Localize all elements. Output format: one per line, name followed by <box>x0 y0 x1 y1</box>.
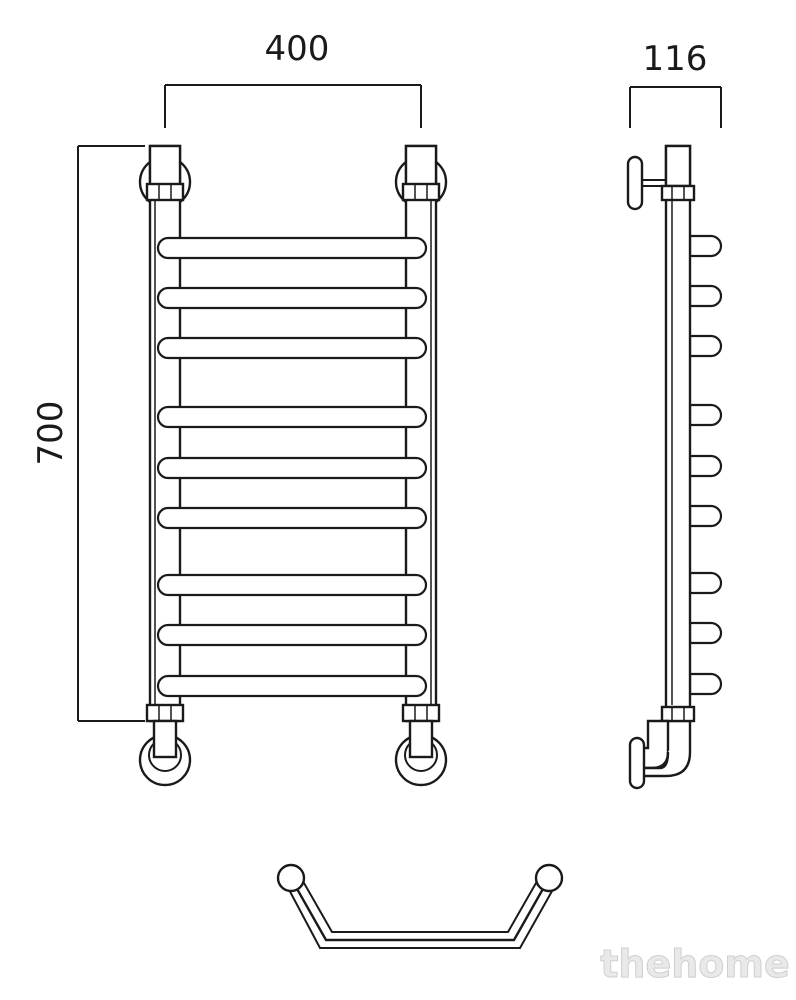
depth-dimension: 116 <box>629 39 722 128</box>
top-right-nut <box>401 182 441 202</box>
crossbar-1 <box>156 236 428 260</box>
side-shelf-3 <box>688 334 723 358</box>
width-dimension: 400 <box>164 29 422 128</box>
side-bottom-nut <box>660 705 696 723</box>
height-dimension-label: 700 <box>31 401 71 466</box>
top-left-nut <box>145 182 185 202</box>
front-view <box>138 144 448 787</box>
side-vertical-pipe <box>664 144 692 723</box>
side-shelf-6 <box>688 504 723 528</box>
watermark-logo: thehome <box>600 942 790 986</box>
top-view <box>276 863 564 949</box>
top-view-left-mount <box>276 863 306 893</box>
crossbar-3 <box>156 336 428 360</box>
side-shelf-5 <box>688 454 723 478</box>
side-view <box>626 144 723 790</box>
crossbar-7 <box>156 573 428 597</box>
side-shelf-2 <box>688 284 723 308</box>
bottom-left-nut <box>145 703 185 723</box>
side-shelf-9 <box>688 672 723 696</box>
top-view-right-mount <box>534 863 564 893</box>
side-shelf-4 <box>688 403 723 427</box>
side-top-nut <box>660 184 696 202</box>
crossbar-2 <box>156 286 428 310</box>
side-shelf-1 <box>688 234 723 258</box>
crossbar-6 <box>156 506 428 530</box>
crossbar-4 <box>156 405 428 429</box>
height-dimension: 700 <box>31 145 145 722</box>
crossbar-9 <box>156 674 428 698</box>
crossbar-8 <box>156 623 428 647</box>
crossbars <box>156 236 428 698</box>
bottom-right-nut <box>401 703 441 723</box>
side-shelves <box>688 234 723 696</box>
depth-dimension-label: 116 <box>643 39 708 79</box>
side-shelf-8 <box>688 621 723 645</box>
side-top-flange <box>626 155 644 211</box>
side-bottom-flange <box>628 736 646 790</box>
crossbar-5 <box>156 456 428 480</box>
width-dimension-label: 400 <box>265 29 330 69</box>
side-shelf-7 <box>688 571 723 595</box>
